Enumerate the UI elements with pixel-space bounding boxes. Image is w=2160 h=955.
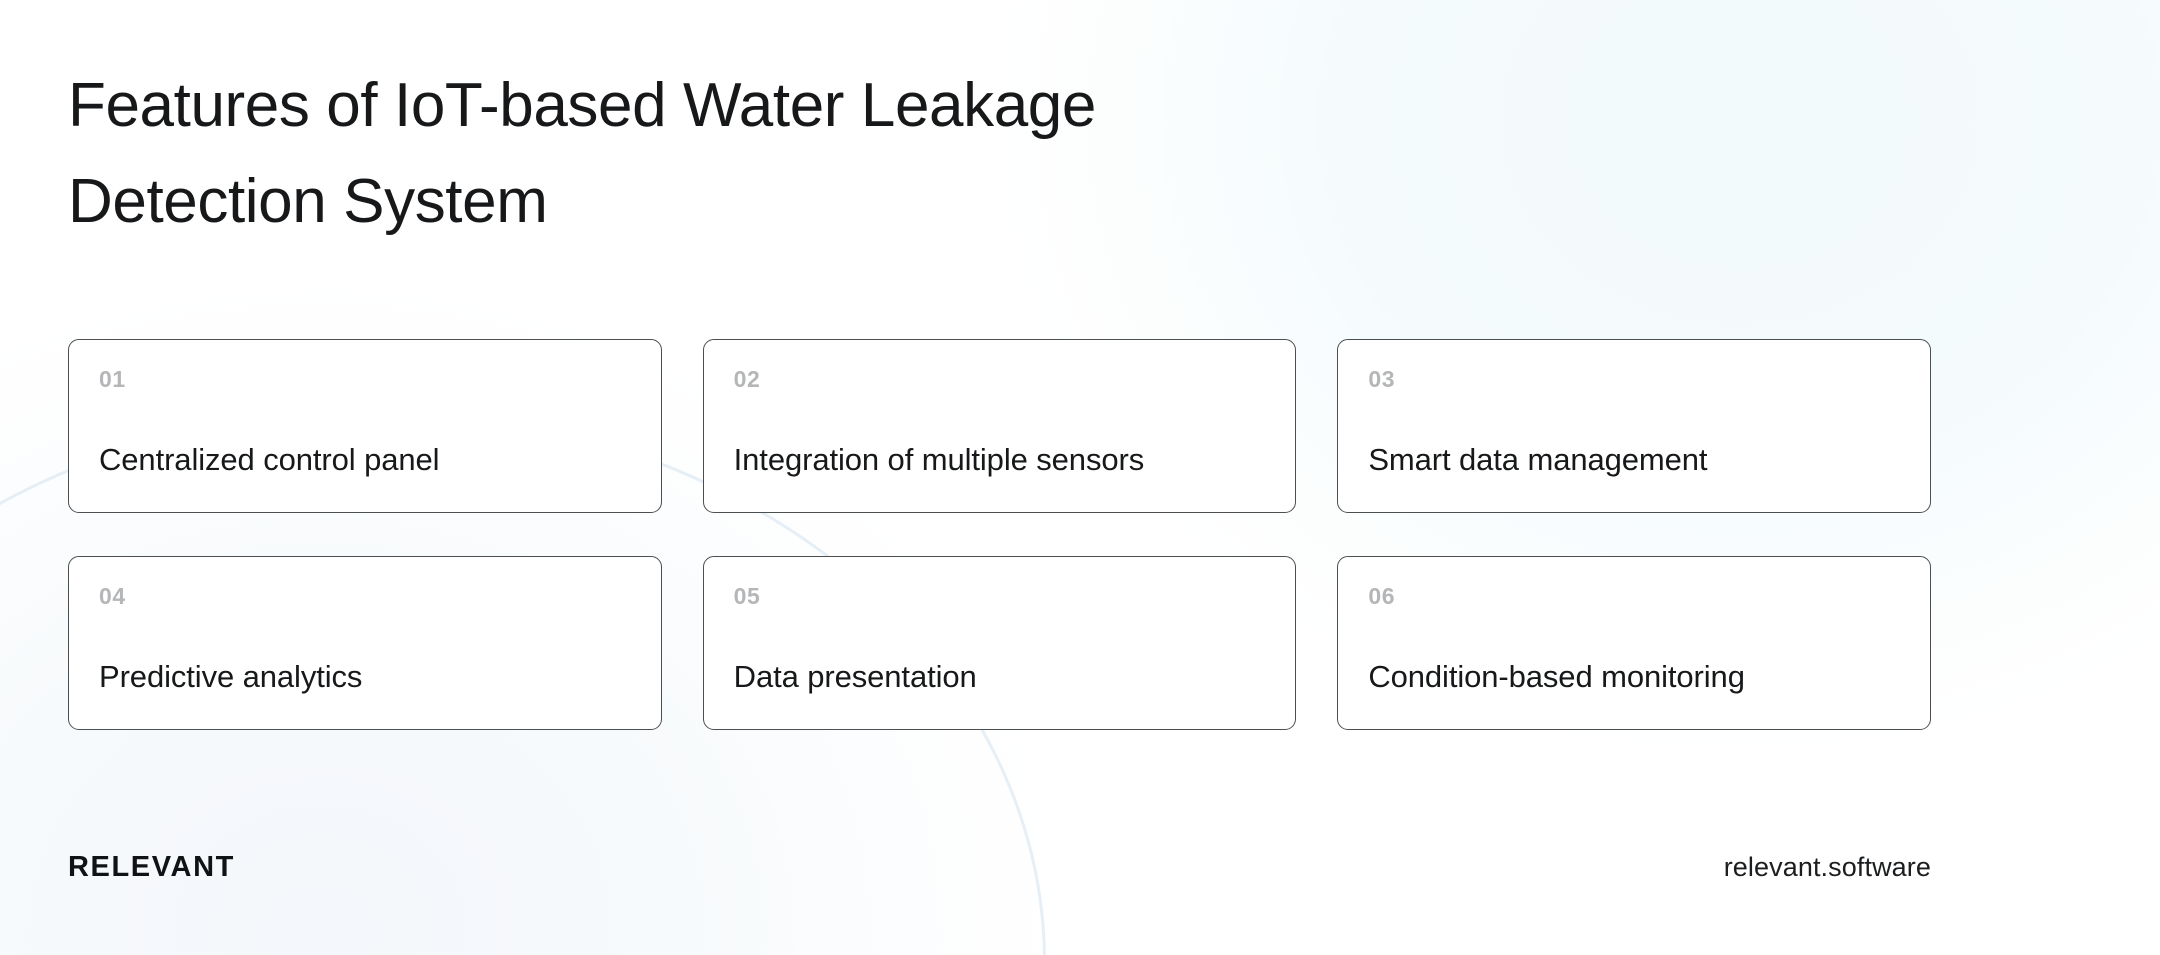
feature-card-label: Smart data management	[1368, 442, 1708, 477]
page-title: Features of IoT-based Water Leakage Dete…	[68, 71, 1096, 236]
feature-card-number: 01	[99, 366, 126, 392]
feature-card-label: Condition-based monitoring	[1368, 659, 1745, 694]
feature-card-number: 04	[99, 583, 126, 609]
feature-card-number: 06	[1368, 583, 1396, 609]
feature-card-04[interactable]: 04 Predictive analytics	[68, 556, 662, 730]
feature-card-label: Predictive analytics	[99, 659, 363, 694]
feature-card-label: Centralized control panel	[99, 442, 440, 477]
feature-card-01[interactable]: 01 Centralized control panel	[68, 339, 662, 513]
feature-card-05[interactable]: 05 Data presentation	[702, 556, 1297, 730]
feature-card-02[interactable]: 02 Integration of multiple sensors	[702, 339, 1297, 513]
website-url[interactable]: relevant.software	[1723, 851, 1931, 882]
feature-card-number: 03	[1368, 366, 1396, 392]
relevant-logo: RELEVANT	[68, 850, 235, 883]
feature-card-number: 02	[733, 366, 761, 392]
feature-card-06[interactable]: 06 Condition-based monitoring	[1337, 556, 1931, 730]
feature-card-label: Integration of multiple sensors	[733, 442, 1145, 477]
feature-card-number: 05	[733, 583, 761, 609]
slide-footer: RELEVANT relevant.software	[68, 845, 1931, 889]
slide-content: Features of IoT-based Water Leakage Dete…	[68, 0, 1931, 955]
feature-card-03[interactable]: 03 Smart data management	[1337, 339, 1931, 513]
feature-card-label: Data presentation	[733, 659, 977, 694]
feature-card-grid: 01 Centralized control panel 02 Integrat…	[68, 339, 1931, 730]
